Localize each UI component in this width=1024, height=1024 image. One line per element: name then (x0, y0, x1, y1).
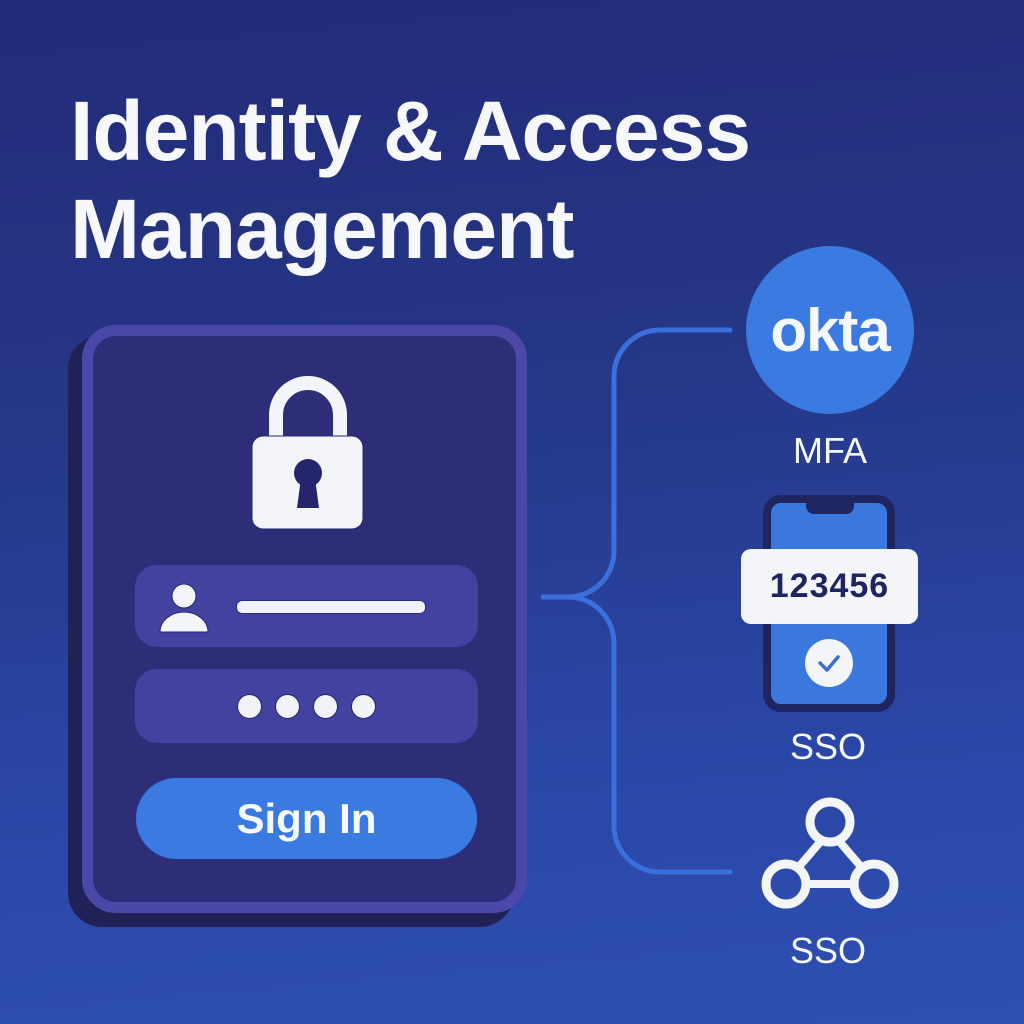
otp-code: 123456 (741, 549, 918, 624)
sso-label-2: SSO (789, 930, 867, 971)
network-nodes-icon (761, 797, 899, 909)
mfa-label: MFA (792, 430, 867, 471)
password-mask (135, 694, 478, 719)
okta-logo: okta (746, 246, 914, 414)
title-line-2: Management (70, 182, 574, 276)
sso-label-1: SSO (789, 726, 867, 767)
password-input[interactable] (135, 669, 478, 743)
page-title: Identity & Access Management (70, 82, 751, 278)
lock-icon (251, 376, 364, 530)
password-dot (351, 694, 376, 719)
user-icon (159, 583, 209, 633)
password-dot (313, 694, 338, 719)
password-dot (275, 694, 300, 719)
check-icon (805, 639, 853, 687)
password-dot (237, 694, 262, 719)
username-value-bar (236, 600, 426, 614)
title-line-1: Identity & Access (70, 84, 751, 178)
phone-notch (806, 503, 854, 514)
sign-in-button[interactable]: Sign In (135, 777, 478, 860)
username-input[interactable] (135, 565, 478, 647)
